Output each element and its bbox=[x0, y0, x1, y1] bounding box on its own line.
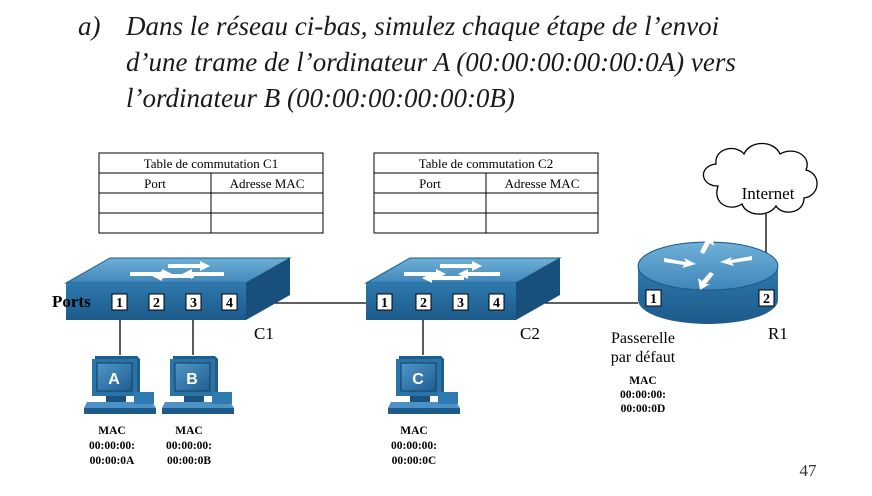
computer-b-mac-line2: 00:00:0B bbox=[167, 455, 211, 467]
table-header-port: Port bbox=[419, 176, 441, 191]
internet-label: Internet bbox=[742, 184, 795, 203]
table-title: Table de commutation C1 bbox=[144, 156, 278, 171]
switch-c2-name: C2 bbox=[520, 324, 540, 343]
computer-a-mac-line2: 00:00:0A bbox=[90, 455, 135, 467]
computer-letter: A bbox=[108, 371, 120, 388]
switch-arrows-icon bbox=[130, 261, 224, 281]
computer-letter: C bbox=[412, 371, 424, 388]
port-label: 1 bbox=[116, 296, 123, 311]
port-label: 2 bbox=[153, 296, 160, 311]
computer-c-mac-line2: 00:00:0C bbox=[392, 455, 437, 467]
computer-b-mac-line1: 00:00:00: bbox=[166, 440, 212, 452]
switch-c2-ports: 1 2 3 4 bbox=[376, 293, 505, 311]
computer-a-mac-title: MAC bbox=[98, 425, 125, 437]
question-line-3: l’ordinateur B (00:00:00:00:00:0B) bbox=[126, 83, 515, 113]
computer-a: A bbox=[83, 355, 157, 415]
port-label: 2 bbox=[763, 292, 770, 307]
gateway-label-line1: Passerelle bbox=[611, 330, 675, 347]
switch-c1: 1 2 3 4 bbox=[64, 257, 292, 320]
switch-c1-name: C1 bbox=[254, 324, 274, 343]
router-r1: 1 2 bbox=[637, 234, 779, 324]
question-line-2: d’une trame de l’ordinateur A (00:00:00:… bbox=[126, 47, 736, 77]
switch-c1-ports: 1 2 3 4 bbox=[111, 293, 238, 311]
port-label: 2 bbox=[420, 296, 427, 311]
port-label: 3 bbox=[457, 296, 464, 311]
port-label: 1 bbox=[381, 296, 388, 311]
computer-b-mac-title: MAC bbox=[175, 425, 202, 437]
port-label: 1 bbox=[650, 292, 657, 307]
switching-table-c2: Table de commutation C2 Port Adresse MAC bbox=[373, 152, 599, 234]
question-line-1: Dans le réseau ci-bas, simulez chaque ét… bbox=[126, 11, 720, 41]
computer-c-mac-line1: 00:00:00: bbox=[391, 440, 437, 452]
internet-cloud-icon: Internet bbox=[702, 142, 818, 215]
page-number: 47 bbox=[800, 461, 818, 480]
table-header-mac: Adresse MAC bbox=[505, 176, 580, 191]
switch-arrows-icon bbox=[404, 261, 500, 283]
table-header-port: Port bbox=[144, 176, 166, 191]
computer-b: B bbox=[161, 355, 235, 415]
gateway-mac-title: MAC bbox=[629, 375, 656, 387]
gateway-mac-line1: 00:00:00: bbox=[620, 389, 666, 401]
port-label: 3 bbox=[190, 296, 197, 311]
table-title: Table de commutation C2 bbox=[419, 156, 553, 171]
router-arrows-icon bbox=[664, 234, 752, 290]
computer-letter: B bbox=[186, 371, 198, 388]
switch-c2: 1 2 3 4 bbox=[364, 257, 562, 320]
switching-table-c1: Table de commutation C1 Port Adresse MAC bbox=[98, 152, 324, 234]
table-header-mac: Adresse MAC bbox=[230, 176, 305, 191]
computer-c: C bbox=[387, 355, 461, 415]
question-label: a) bbox=[78, 11, 101, 41]
router-name: R1 bbox=[768, 324, 788, 343]
port-label: 4 bbox=[493, 296, 500, 311]
ports-label: Ports bbox=[52, 292, 91, 311]
gateway-label-line2: par défaut bbox=[611, 349, 676, 366]
port-label: 4 bbox=[226, 296, 233, 311]
computer-a-mac-line1: 00:00:00: bbox=[89, 440, 135, 452]
gateway-mac-line2: 00:00:0D bbox=[621, 403, 666, 415]
computer-c-mac-title: MAC bbox=[400, 425, 427, 437]
